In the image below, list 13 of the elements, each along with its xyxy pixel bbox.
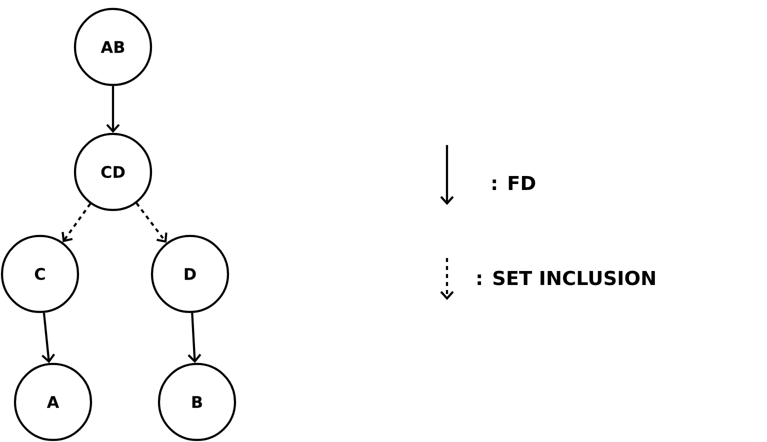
arrow: [42, 312, 56, 364]
arrow: [136, 202, 168, 243]
arrow: [62, 203, 92, 242]
legend-text: : FD: [492, 176, 536, 190]
circle-node: CD: [74, 132, 152, 212]
circle-node: C: [0, 234, 80, 314]
arrow: [106, 86, 120, 133]
circle-node: A: [14, 362, 92, 442]
legend-text: : SET INCLUSION: [478, 270, 655, 286]
arrow: [188, 312, 202, 363]
circle-node: B: [158, 362, 236, 442]
circle-node: AB: [74, 8, 152, 86]
circle-node: D: [150, 234, 230, 314]
